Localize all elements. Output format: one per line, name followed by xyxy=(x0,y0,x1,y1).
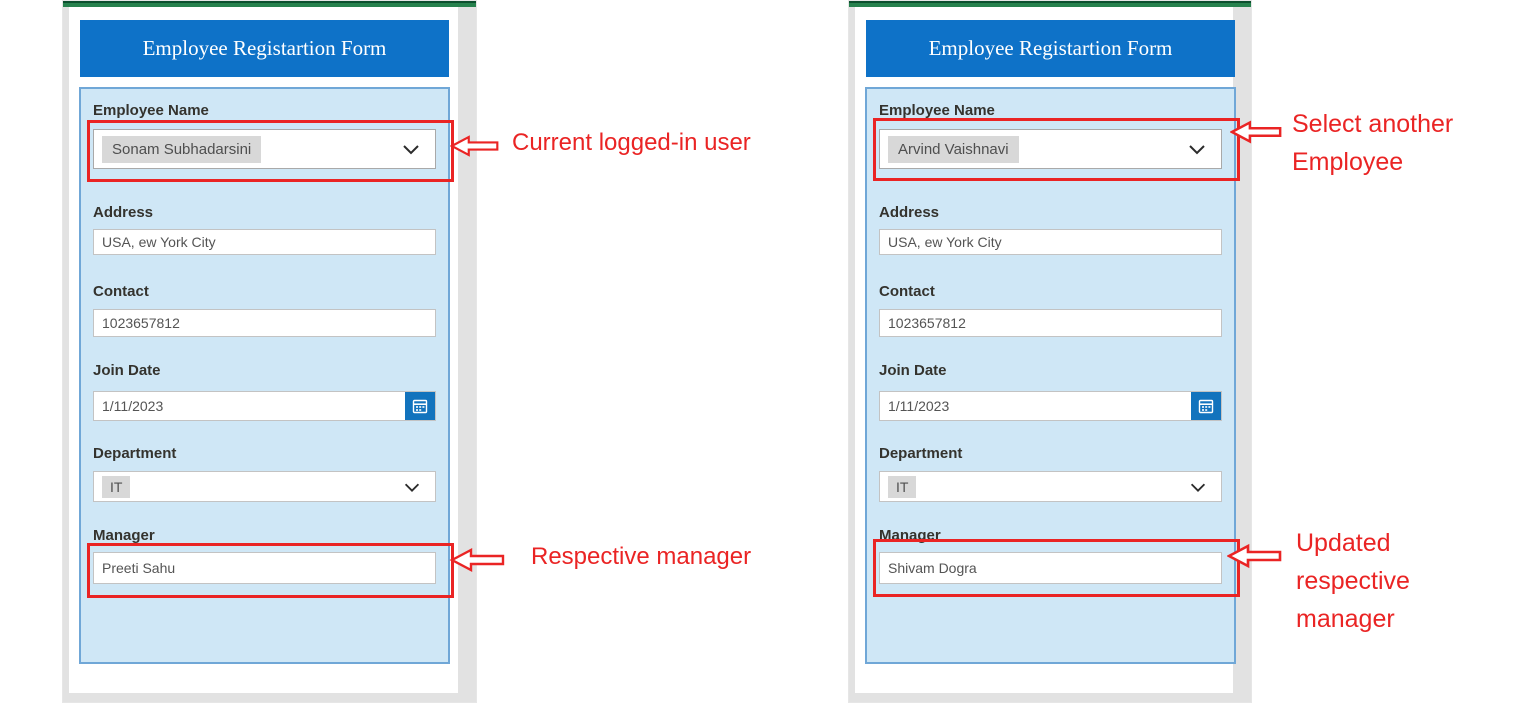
contact-input[interactable] xyxy=(94,310,435,336)
department-selected-value: IT xyxy=(102,475,131,498)
chevron-down-icon[interactable] xyxy=(399,137,423,161)
join-date-input[interactable] xyxy=(94,392,405,420)
join-date-field xyxy=(879,391,1222,421)
contact-input[interactable] xyxy=(880,310,1221,336)
left-arrow-icon xyxy=(1227,543,1282,569)
window-bottom-edge xyxy=(849,693,1251,702)
window-bottom-edge xyxy=(63,693,476,702)
employee-name-dropdown[interactable]: Arvind Vaishnavi xyxy=(879,129,1222,169)
department-label: Department xyxy=(93,445,177,462)
calendar-button[interactable] xyxy=(405,392,435,420)
department-dropdown[interactable]: IT xyxy=(93,471,436,502)
calendar-icon xyxy=(1198,399,1214,414)
contact-field-wrap xyxy=(93,309,436,337)
annotation-current-logged-in-user: Current logged-in user xyxy=(512,129,751,156)
manager-input[interactable] xyxy=(880,553,1221,583)
annotation-respective-manager: Respective manager xyxy=(531,543,752,570)
address-field-wrap xyxy=(93,229,436,255)
highlight-box-manager-right xyxy=(873,539,1240,597)
address-label: Address xyxy=(879,204,940,221)
form-title: Employee Registartion Form xyxy=(142,36,387,60)
contact-label: Contact xyxy=(93,283,149,300)
join-date-input[interactable] xyxy=(880,392,1191,420)
annotation-updated-respective-manager: Updated respective manager xyxy=(1296,529,1410,633)
calendar-icon xyxy=(412,399,428,414)
highlight-box-employee-name-left xyxy=(87,120,454,182)
left-arrow-icon xyxy=(449,548,505,572)
address-input[interactable] xyxy=(880,230,1221,254)
employee-name-selected-value: Arvind Vaishnavi xyxy=(888,135,1019,163)
window-left-edge xyxy=(63,7,69,693)
employee-name-dropdown[interactable]: Sonam Subhadarsini xyxy=(93,129,436,169)
contact-field-wrap xyxy=(879,309,1222,337)
contact-label: Contact xyxy=(879,283,935,300)
app-top-green-bar xyxy=(63,1,476,7)
join-date-field xyxy=(93,391,436,421)
manager-input[interactable] xyxy=(94,553,435,583)
highlight-box-manager-left xyxy=(87,543,454,598)
chevron-down-icon[interactable] xyxy=(1187,476,1209,498)
annotation-select-another-employee: Select another Employee xyxy=(1292,110,1454,176)
chevron-down-icon[interactable] xyxy=(401,476,423,498)
app-top-green-bar xyxy=(849,1,1251,7)
manager-label: Manager xyxy=(93,527,155,544)
employee-app-window-left: Employee Registartion Form Employee Name… xyxy=(62,0,477,703)
vertical-scrollbar[interactable] xyxy=(458,7,476,693)
manager-field-wrap xyxy=(93,552,436,584)
form-title: Employee Registartion Form xyxy=(928,36,1173,60)
chevron-down-icon[interactable] xyxy=(1185,137,1209,161)
join-date-label: Join Date xyxy=(93,362,161,379)
form-title-banner: Employee Registartion Form xyxy=(80,20,449,77)
form-title-banner: Employee Registartion Form xyxy=(866,20,1235,77)
left-arrow-icon xyxy=(1230,120,1282,144)
manager-field-wrap xyxy=(879,552,1222,584)
employee-app-window-right: Employee Registartion Form Employee Name… xyxy=(848,0,1252,703)
department-selected-value: IT xyxy=(888,475,917,498)
address-field-wrap xyxy=(879,229,1222,255)
employee-name-label: Employee Name xyxy=(93,102,209,119)
join-date-label: Join Date xyxy=(879,362,947,379)
calendar-button[interactable] xyxy=(1191,392,1221,420)
department-dropdown[interactable]: IT xyxy=(879,471,1222,502)
address-label: Address xyxy=(93,204,154,221)
department-label: Department xyxy=(879,445,963,462)
employee-name-selected-value: Sonam Subhadarsini xyxy=(102,135,262,163)
left-arrow-icon xyxy=(450,135,499,157)
window-left-edge xyxy=(849,7,855,693)
employee-name-label: Employee Name xyxy=(879,102,995,119)
highlight-box-employee-name-right xyxy=(873,118,1240,181)
address-input[interactable] xyxy=(94,230,435,254)
